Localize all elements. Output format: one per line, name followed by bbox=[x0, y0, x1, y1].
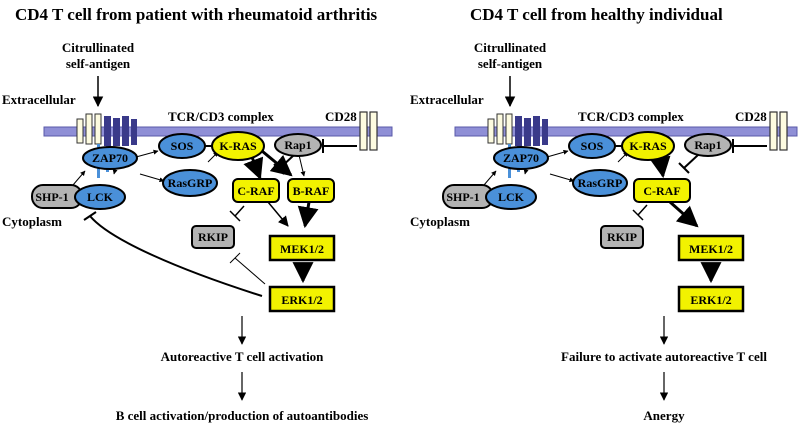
right-panel: CD4 T cell from healthy individual Citru… bbox=[410, 5, 798, 423]
right-antigen-line1: Citrullinated bbox=[474, 40, 547, 55]
svg-text:C-RAF: C-RAF bbox=[643, 184, 680, 198]
left-node-erk: ERK1/2 bbox=[268, 285, 336, 313]
left-node-rkip: RKIP bbox=[191, 225, 235, 249]
left-node-shp1: SHP-1 bbox=[31, 184, 83, 209]
svg-text:RasGRP: RasGRP bbox=[578, 176, 623, 190]
svg-text:ZAP70: ZAP70 bbox=[92, 151, 128, 165]
svg-text:SOS: SOS bbox=[581, 139, 604, 153]
svg-text:Rap1: Rap1 bbox=[694, 138, 721, 152]
right-cd28-label: CD28 bbox=[735, 109, 767, 124]
svg-text:RKIP: RKIP bbox=[198, 230, 228, 244]
right-node-rkip: RKIP bbox=[600, 225, 644, 249]
left-panel: CD4 T cell from patient with rheumatoid … bbox=[2, 5, 393, 423]
svg-text:SOS: SOS bbox=[171, 139, 194, 153]
right-node-erk: ERK1/2 bbox=[677, 285, 745, 313]
svg-text:LCK: LCK bbox=[87, 190, 114, 204]
svg-text:MEK1/2: MEK1/2 bbox=[689, 242, 733, 256]
svg-text:K-RAS: K-RAS bbox=[219, 139, 257, 153]
svg-text:ERK1/2: ERK1/2 bbox=[690, 293, 731, 307]
left-node-rasgrp: RasGRP bbox=[162, 169, 218, 197]
left-node-craf: C-RAF bbox=[232, 178, 280, 203]
left-node-kras: K-RAS bbox=[211, 131, 265, 161]
svg-text:ERK1/2: ERK1/2 bbox=[281, 293, 322, 307]
svg-text:LCK: LCK bbox=[498, 190, 525, 204]
right-title: CD4 T cell from healthy individual bbox=[470, 5, 723, 24]
right-node-kras: K-RAS bbox=[621, 131, 675, 161]
left-cytoplasm-label: Cytoplasm bbox=[2, 214, 62, 229]
svg-text:SHP-1: SHP-1 bbox=[35, 190, 68, 204]
left-node-mek: MEK1/2 bbox=[268, 234, 336, 262]
right-outcome2: Anergy bbox=[643, 408, 685, 423]
left-node-zap70: ZAP70 bbox=[82, 146, 138, 170]
right-node-lck: LCK bbox=[485, 184, 537, 210]
right-antigen-line2: self-antigen bbox=[478, 56, 543, 71]
right-node-craf: C-RAF bbox=[633, 178, 691, 203]
right-node-shp1: SHP-1 bbox=[442, 184, 494, 209]
left-node-braf: B-RAF bbox=[287, 178, 335, 203]
right-node-zap70: ZAP70 bbox=[493, 146, 549, 170]
right-extracellular-label: Extracellular bbox=[410, 92, 484, 107]
svg-text:SHP-1: SHP-1 bbox=[446, 190, 479, 204]
left-tcr-label: TCR/CD3 complex bbox=[168, 109, 274, 124]
right-cd28-receptor bbox=[769, 111, 788, 151]
left-node-rap1: Rap1 bbox=[274, 133, 322, 157]
right-node-rap1: Rap1 bbox=[684, 133, 732, 157]
right-node-rasgrp: RasGRP bbox=[572, 169, 628, 197]
right-node-mek: MEK1/2 bbox=[677, 234, 745, 262]
left-cd28-receptor bbox=[359, 111, 378, 151]
right-outcome1: Failure to activate autoreactive T cell bbox=[561, 349, 767, 364]
left-antigen-line1: Citrullinated bbox=[62, 40, 135, 55]
left-outcome1: Autoreactive T cell activation bbox=[161, 349, 325, 364]
left-edges bbox=[72, 139, 357, 401]
right-tcr-label: TCR/CD3 complex bbox=[578, 109, 684, 124]
svg-text:B-RAF: B-RAF bbox=[293, 184, 330, 198]
right-cytoplasm-label: Cytoplasm bbox=[410, 214, 470, 229]
svg-text:C-RAF: C-RAF bbox=[237, 184, 274, 198]
left-title: CD4 T cell from patient with rheumatoid … bbox=[15, 5, 378, 24]
left-extracellular-label: Extracellular bbox=[2, 92, 76, 107]
right-membrane bbox=[454, 126, 798, 137]
svg-text:RasGRP: RasGRP bbox=[168, 176, 213, 190]
left-outcome2: B cell activation/production of autoanti… bbox=[116, 408, 369, 423]
svg-text:MEK1/2: MEK1/2 bbox=[280, 242, 324, 256]
left-node-sos: SOS bbox=[158, 133, 206, 159]
right-node-sos: SOS bbox=[568, 133, 616, 159]
left-antigen-line2: self-antigen bbox=[66, 56, 131, 71]
svg-text:K-RAS: K-RAS bbox=[629, 139, 667, 153]
svg-text:Rap1: Rap1 bbox=[284, 138, 311, 152]
svg-text:ZAP70: ZAP70 bbox=[503, 151, 539, 165]
right-edges bbox=[483, 139, 767, 401]
svg-text:RKIP: RKIP bbox=[607, 230, 637, 244]
left-cd28-label: CD28 bbox=[325, 109, 357, 124]
left-node-lck: LCK bbox=[74, 184, 126, 210]
